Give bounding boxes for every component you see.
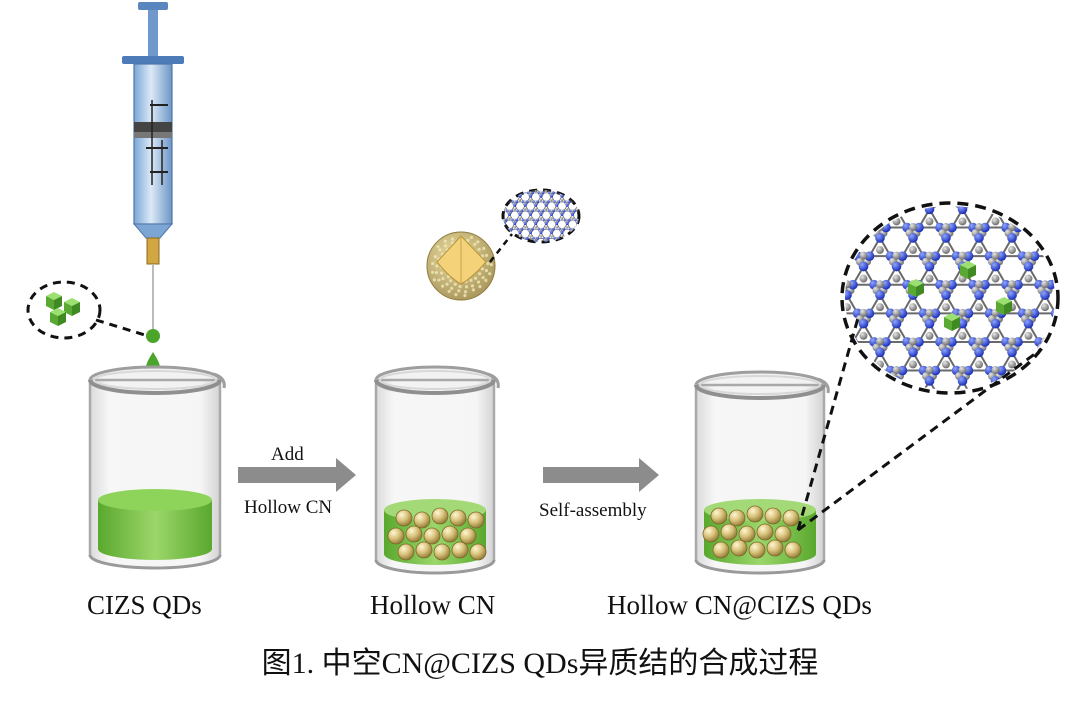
beaker-hollow-cn: [374, 365, 500, 575]
arrow-label-add: Add: [271, 444, 304, 465]
stage-label-hollow-cn-cizs: Hollow CN@CIZS QDs: [607, 590, 872, 620]
stage-label-cizs-qds: CIZS QDs: [87, 590, 202, 620]
arrow-label-hollow-cn: Hollow CN: [244, 497, 333, 518]
beaker-cizs-qds: [88, 365, 226, 570]
arrow-label-self-assembly: Self-assembly: [539, 500, 647, 521]
figure-caption: 图1. 中空CN@CIZS QDs异质结的合成过程: [261, 647, 819, 680]
hollow-sphere-icon: [426, 188, 581, 301]
self-assembly-arrow: [543, 458, 659, 492]
qd-zoom-bubble: [26, 280, 149, 340]
beaker-hollow-cn-cizs: [694, 370, 830, 575]
stage-label-hollow-cn: Hollow CN: [370, 590, 496, 620]
syringe-icon: [122, 2, 184, 375]
add-arrow: [238, 458, 356, 492]
